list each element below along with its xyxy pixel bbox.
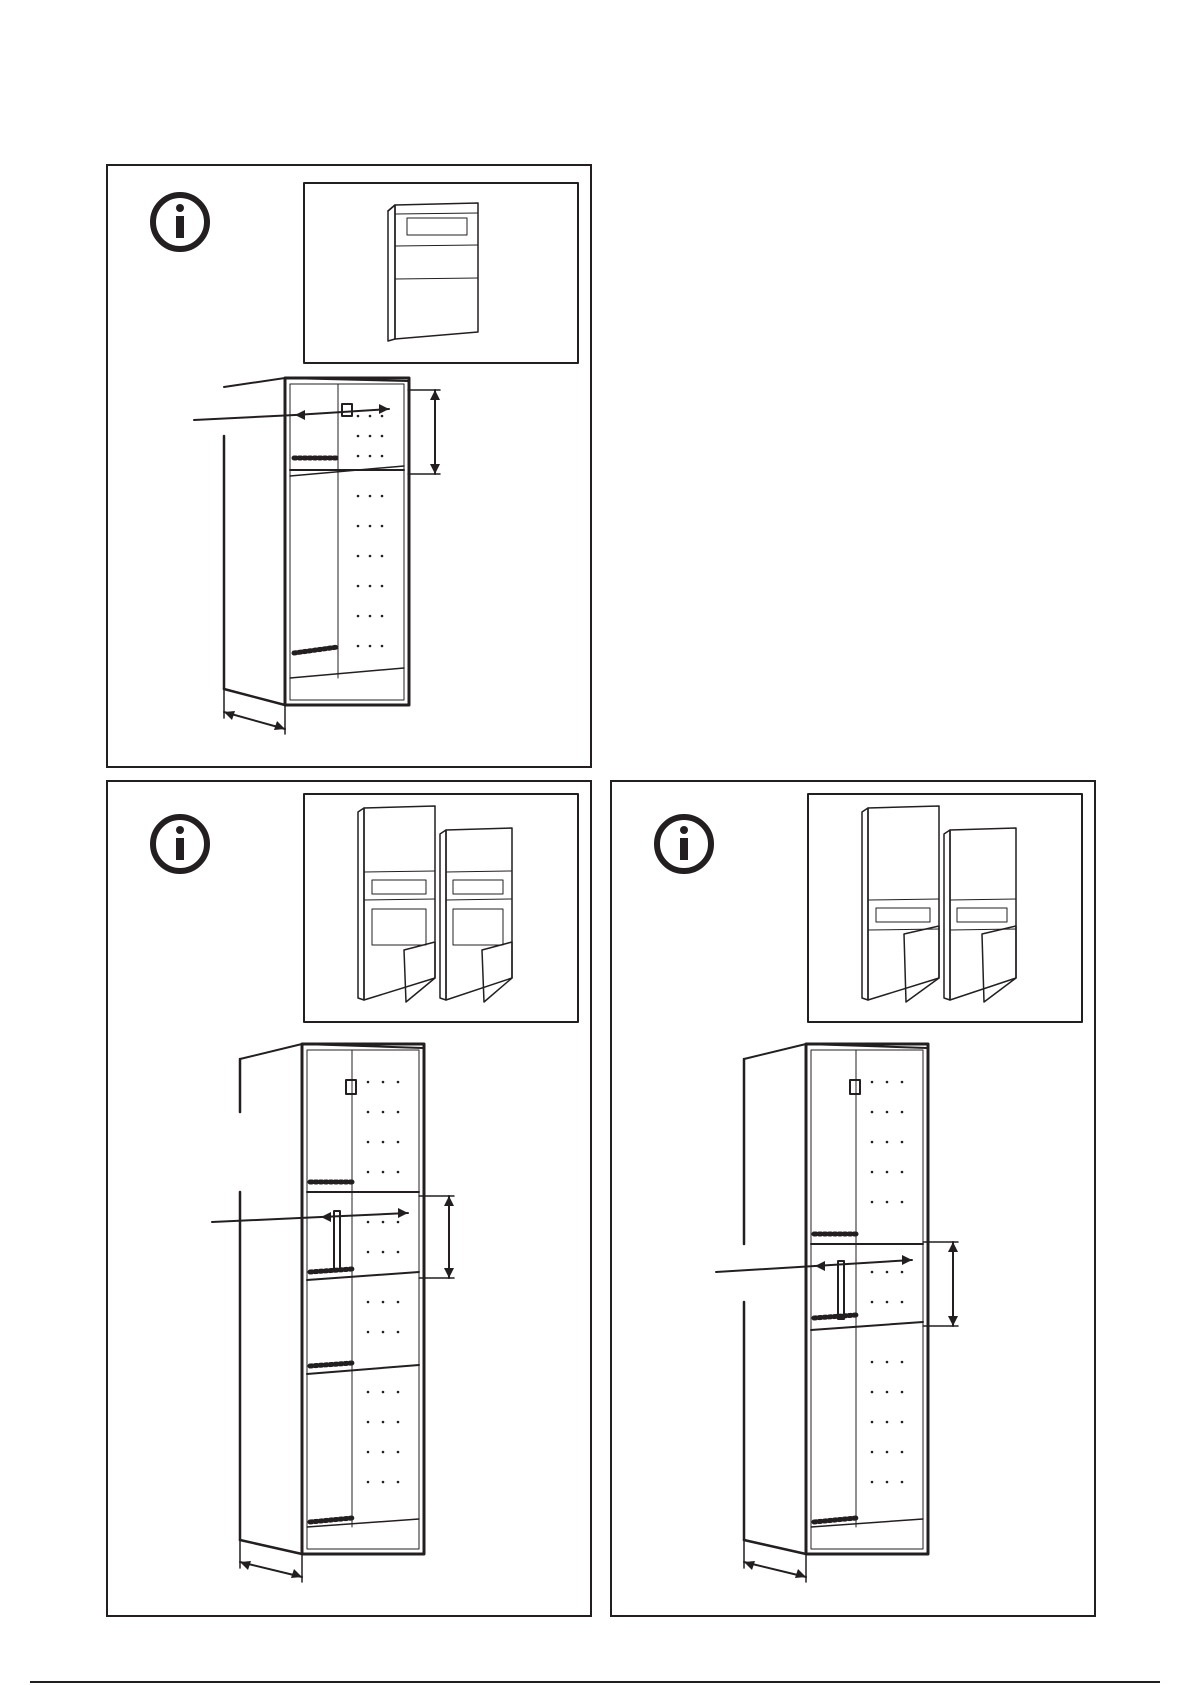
panel-1-drawing (108, 166, 594, 770)
two-oven-cabinets-thumbnail (304, 794, 578, 1022)
instruction-panel-3 (610, 780, 1096, 1617)
shelf-pin-holes (367, 1081, 400, 1484)
shelf-pin-holes (357, 415, 384, 648)
cabinet-frame-2 (240, 1044, 424, 1554)
panel-2-drawing (108, 782, 594, 1619)
info-icon (153, 195, 207, 249)
dimension-arrows-1 (194, 390, 440, 734)
oven-cabinet-thumbnail (304, 183, 578, 363)
page-footer-rule (30, 1681, 1160, 1683)
info-icon (657, 817, 711, 871)
panel-3-drawing (612, 782, 1098, 1619)
cabinet-frame-3 (744, 1044, 928, 1554)
shelf-pin-holes (871, 1081, 904, 1484)
instruction-panel-1 (106, 164, 592, 768)
two-oven-cabinets-thumbnail (808, 794, 1082, 1022)
instruction-panel-2 (106, 780, 592, 1617)
cabinet-frame-1 (224, 378, 409, 705)
info-icon (153, 817, 207, 871)
